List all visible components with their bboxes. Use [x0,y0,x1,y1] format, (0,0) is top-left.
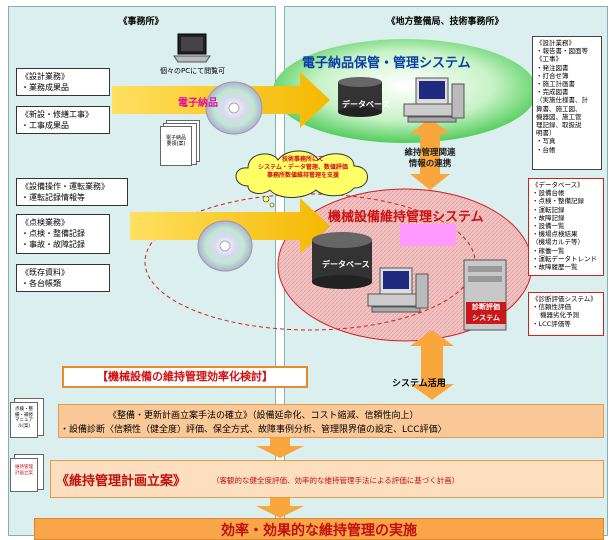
rb1-1: ・報告書・図面等 [536,47,588,56]
rb1-7: （実施仕様書、計 [536,96,588,105]
database-label-2: データベース [322,260,370,269]
rb1-3: ・発注図書 [536,63,569,72]
left-panel-header: 《事務所》 [118,17,164,27]
operation-box-item: ・運転記録情報等 [21,193,85,202]
rb1-13: ・台帳 [536,145,556,154]
cd-icon-top [205,81,263,135]
rb1-4: ・打合せ簿 [536,71,569,80]
small-doc-icon-1: 点検・整備・補修マニュアル(案) [10,398,44,440]
existing-docs-box: 《既存資料》 ・各台帳類 [16,264,110,292]
laptop-icon [173,33,211,63]
pc-caption: 個々のPCにて閲覧可 [160,67,226,75]
rb2-6: ・機場点検結果 [532,230,578,239]
system-use-label: システム活用 [392,379,446,389]
rb2-2: ・点検・整備記録 [532,197,584,206]
rb1-6: ・完成図書 [536,88,569,97]
construction-box-item: ・工事成果品 [21,121,69,130]
rb1-12: ・写真 [536,137,556,146]
rb1-0: 《設計業務》 [536,39,575,47]
link-label-line1: 維持管理関連 [404,148,456,158]
diagnosis-label: 診断評価 システム [466,302,506,324]
link-label: 維持管理関連 情報の連携 [390,148,470,170]
cloud-text-line2: システム・データ管理、数値評価 [258,164,348,171]
rb2-1: ・設備台帳 [532,189,565,198]
existing-box-title: 《既存資料》 [21,268,69,277]
denshi-nohin-label: 電子納品 [178,98,218,109]
plan-title: 《維持管理計画立案》 [56,474,187,489]
cloud-text-line1: 技術事務所にて [281,156,324,163]
right-box-design-construction: 《設計業務》 ・報告書・図面等 《工事》 ・発注図書 ・打合せ簿 ・施工計画書 … [532,36,602,170]
red-system-title: 機械設備維持管理システム [328,210,484,225]
database-icon-bottom [312,232,372,289]
right-box-diagnosis: 《診断評価システム》 ・信頼性評価 機器劣化予測 ・LCC評価等 [528,292,604,336]
renewal-line2: ・設備診断〈信頼性（健全度）評価、保全方式、故障事例分析、管理限界値の設定、LC… [60,425,447,435]
rb1-9: 機器図、施工管 [536,112,582,121]
green-system-title: 電子納品保管・管理システム [302,56,471,71]
existing-box-item: ・各台帳類 [21,279,61,288]
rb2-3: ・運転記録 [532,205,565,214]
small-doc2-label: 維持管理計画立案 [10,458,38,492]
design-work-box: 《設計業務》 ・業務成果品 [16,68,110,96]
green-system-ellipse [273,39,537,143]
paper-doc-label: 電子納品要領(案) [160,126,192,166]
rb3-1: ・信頼性評価 [532,303,571,312]
cloud-text: 技術事務所にて システム・データ管理、数値評価 事務所数値維持管理を支援 [238,156,368,180]
operation-work-box: 《設備操作・運転業務》 ・運転記録情報等 [16,178,128,206]
rb2-8: ・稼働一覧 [532,246,565,255]
efficiency-review-box: 【機械設備の維持管理効率化検討】 [62,366,308,388]
rb2-7: （機場カルテ等） [532,238,584,247]
rb2-5: ・設備一覧 [532,222,565,231]
database-icon-top [338,77,382,117]
inspection-box-item1: ・点検・整備記録 [21,229,85,238]
cloud-dots [262,196,275,208]
inspection-box-title: 《点検業務》 [21,218,69,227]
right-panel-header: 《地方整備局、技術事務所》 [386,17,504,27]
rb3-2: 機器劣化予測 [540,311,579,320]
construction-box-title: 《新設・修繕工事》 [21,110,93,119]
renewal-plan-band [58,404,604,438]
rb3-3: ・LCC評価等 [532,319,571,328]
construction-work-box: 《新設・修繕工事》 ・工事成果品 [16,106,110,134]
design-box-title: 《設計業務》 [21,72,69,81]
paper-doc-stack: 電子納品要領(案) [160,120,200,166]
diagnosis-label-line2: システム [472,314,500,322]
right-box-database: 《データベース》 ・設備台帳 ・点検・整備記録 ・運転記録 ・故障記録 ・設備一… [528,178,604,276]
inspection-box-item2: ・事故・故障記録 [21,240,85,249]
rb2-10: ・故障履歴一覧 [532,263,578,272]
small-doc1-label: 点検・整備・補修マニュアル(案) [10,402,38,438]
link-label-line2: 情報の連携 [408,159,452,169]
rb1-2: 《工事》 [536,55,562,64]
rb1-11: 明書） [536,129,556,138]
plan-subtitle: （客観的な健全度評価、効率的な維持管理手法による評価に基づく計画） [212,476,460,485]
inspection-work-box: 《点検業務》 ・点検・整備記録 ・事故・故障記録 [16,214,110,254]
rb2-4: ・故障記録 [532,213,565,222]
rb2-9: ・運転データトレンド [532,254,597,263]
pink-highlight [400,224,456,246]
diagnosis-label-line1: 診断評価 [472,303,500,311]
operation-box-title: 《設備操作・運転業務》 [21,182,109,191]
rb1-10: 理記録、取扱説 [536,121,582,130]
desktop-pc-icon-bottom [367,267,429,313]
maintenance-plan-band [50,460,604,498]
cd-icon-bottom [197,220,253,272]
design-box-item: ・業務成果品 [21,83,69,92]
rb1-8: 算書、施工図、 [536,104,582,113]
small-doc-icon-2: 維持管理計画立案 [10,454,44,494]
final-text: 効率・効果的な維持管理の実施 [221,523,417,539]
rb1-5: ・施工計画書 [536,80,575,89]
cloud-text-line3: 事務所数値維持管理を支援 [266,172,339,179]
database-label: データベース [342,100,390,109]
support-cloud [235,150,368,198]
desktop-pc-icon-top [403,77,465,123]
rb2-0: 《データベース》 [532,181,584,189]
renewal-line1: 《整備・更新計画立案手法の確立》（設備延命化、コスト縮減、信頼性向上） [108,411,419,421]
rb3-0: 《診断評価システム》 [532,295,597,303]
